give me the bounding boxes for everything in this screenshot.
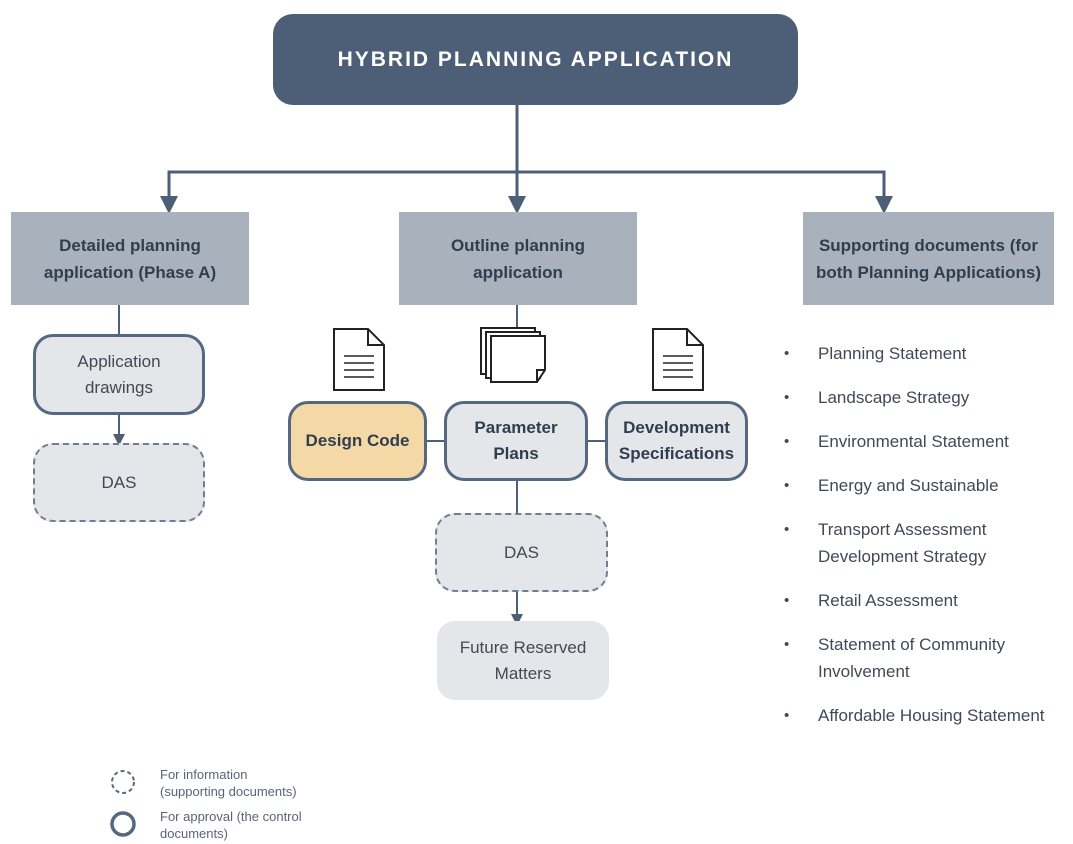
detailed-das-label: DAS <box>101 472 137 492</box>
title-box: HYBRID PLANNING APPLICATION <box>273 14 798 105</box>
legend-approval-label: For approval (the control documents) <box>160 809 302 841</box>
solid-circle-icon <box>110 811 136 837</box>
future-reserved-matters-box: Future Reserved Matters <box>437 621 609 700</box>
application-drawings-box: Application drawings <box>33 334 205 415</box>
list-item: Landscape Strategy <box>780 384 1073 411</box>
development-specifications-box: Development Specifications <box>605 401 748 481</box>
list-item: Energy and Sustainable <box>780 472 1073 499</box>
stacked-documents-icon <box>480 327 546 383</box>
list-item: Transport Assessment Development Strateg… <box>780 516 1073 570</box>
list-item: Environmental Statement <box>780 428 1073 455</box>
parameter-plans-label: Parameter Plans <box>474 418 558 463</box>
detailed-planning-header: Detailed planning application (Phase A) <box>11 212 249 305</box>
legend-information-label: For information (supporting documents) <box>160 767 297 799</box>
list-item: Planning Statement <box>780 340 1073 367</box>
detailed-planning-label: Detailed planning application (Phase A) <box>43 235 217 282</box>
detailed-das-box: DAS <box>33 443 205 522</box>
design-code-box: Design Code <box>288 401 427 481</box>
outline-planning-label: Outline planning application <box>450 235 586 282</box>
list-item: Statement of Community Involvement <box>780 631 1073 685</box>
outline-planning-header: Outline planning application <box>399 212 637 305</box>
list-item: Retail Assessment <box>780 587 1073 614</box>
development-specifications-label: Development Specifications <box>618 418 735 463</box>
outline-das-label: DAS <box>504 542 539 562</box>
design-code-label: Design Code <box>305 431 410 450</box>
dashed-circle-icon <box>111 770 135 794</box>
document-icon <box>652 328 704 391</box>
supporting-documents-label: Supporting documents (for both Planning … <box>815 235 1042 282</box>
supporting-documents-list: Planning Statement Landscape Strategy En… <box>780 340 1073 746</box>
parameter-plans-box: Parameter Plans <box>444 401 588 481</box>
future-reserved-matters-label: Future Reserved Matters <box>459 637 587 683</box>
outline-das-box: DAS <box>435 513 608 592</box>
supporting-documents-header: Supporting documents (for both Planning … <box>803 212 1054 305</box>
diagram-title: HYBRID PLANNING APPLICATION <box>337 47 734 71</box>
document-icon <box>333 328 385 391</box>
list-item: Affordable Housing Statement <box>780 702 1073 729</box>
application-drawings-label: Application drawings <box>77 351 161 397</box>
